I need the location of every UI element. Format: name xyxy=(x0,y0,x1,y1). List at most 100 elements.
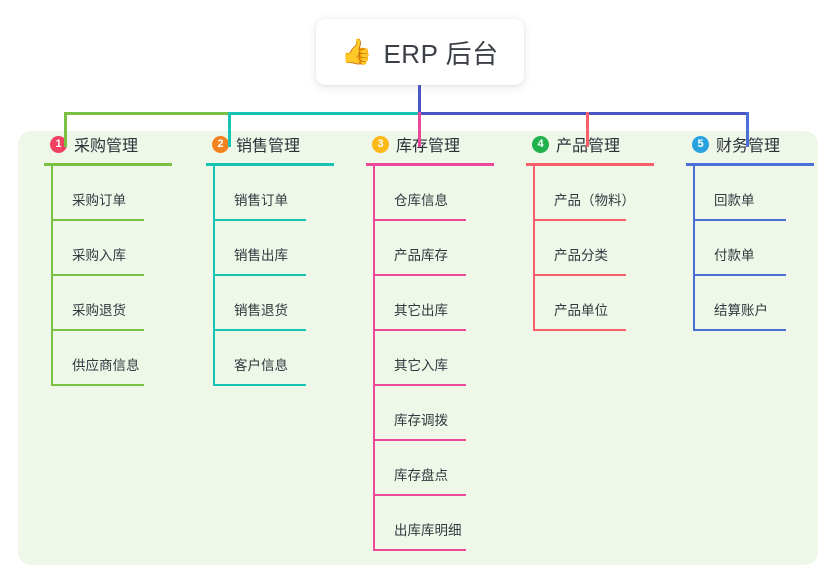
column-spine-4 xyxy=(533,166,535,331)
leaf-item-label: 结算账户 xyxy=(714,303,768,318)
column-5: 5财务管理回款单付款单结算账户 xyxy=(686,131,836,331)
leaf-item-rule xyxy=(51,384,144,386)
column-title-1: 采购管理 xyxy=(74,138,139,155)
column-body-4: 产品（物料） 产品分类产品单位 xyxy=(526,166,676,331)
leaf-item-rule xyxy=(373,439,466,441)
column-header-4[interactable]: 4产品管理 xyxy=(526,131,676,157)
column-badge-4: 4 xyxy=(532,135,549,153)
column-body-3: 仓库信息产品库存其它出库其它入库库存调拨库存盘点出库库明细 xyxy=(366,166,516,551)
root-title: ERP 后台 xyxy=(383,38,499,69)
leaf-item[interactable]: 出库库明细 xyxy=(366,496,516,551)
leaf-item[interactable]: 库存调拨 xyxy=(366,386,516,441)
leaf-item[interactable]: 销售出库 xyxy=(206,221,356,276)
leaf-item-label: 其它出库 xyxy=(394,303,448,318)
leaf-item[interactable]: 采购退货 xyxy=(44,276,194,331)
leaf-item-label: 销售订单 xyxy=(234,193,288,208)
leaf-item[interactable]: 仓库信息 xyxy=(366,166,516,221)
leaf-item-rule xyxy=(213,274,306,276)
leaf-item-label: 产品（物料） xyxy=(554,193,635,208)
column-body-1: 采购订单采购入库采购退货供应商信息 xyxy=(44,166,194,386)
drop-connector-4 xyxy=(586,112,589,147)
bus-segment-4 xyxy=(586,112,749,115)
leaf-item-rule xyxy=(51,274,144,276)
leaf-item[interactable]: 采购订单 xyxy=(44,166,194,221)
column-body-5: 回款单付款单结算账户 xyxy=(686,166,836,331)
leaf-item-rule xyxy=(373,329,466,331)
leaf-item-label: 供应商信息 xyxy=(72,358,140,373)
leaf-item-label: 产品单位 xyxy=(554,303,608,318)
column-2: 2 销售管理销售订单销售出库销售退货客户信息 xyxy=(206,131,356,386)
leaf-item-label: 采购订单 xyxy=(72,193,126,208)
leaf-item[interactable]: 库存盘点 xyxy=(366,441,516,496)
drop-connector-3 xyxy=(418,112,421,147)
column-title-3: 库存管理 xyxy=(396,138,461,155)
column-badge-1: 1 xyxy=(50,135,67,153)
column-rule-4 xyxy=(526,163,654,166)
column-title-2: 销售管理 xyxy=(236,138,301,155)
leaf-item[interactable]: 采购入库 xyxy=(44,221,194,276)
leaf-item-label: 销售出库 xyxy=(234,248,288,263)
leaf-item-rule xyxy=(213,219,306,221)
bus-segment-2 xyxy=(228,112,421,115)
leaf-item-rule xyxy=(373,274,466,276)
leaf-item-rule xyxy=(213,384,306,386)
leaf-item[interactable]: 销售订单 xyxy=(206,166,356,221)
leaf-item-rule xyxy=(373,549,466,551)
drop-connector-1 xyxy=(64,112,67,147)
leaf-item-rule xyxy=(693,274,786,276)
column-header-1[interactable]: 1 采购管理 xyxy=(44,131,194,157)
column-spine-1 xyxy=(51,166,53,386)
leaf-item[interactable]: 付款单 xyxy=(686,221,836,276)
column-badge-2: 2 xyxy=(212,135,229,153)
column-rule-5 xyxy=(686,163,814,166)
root-node[interactable]: 👍 ERP 后台 xyxy=(316,19,524,85)
leaf-item-rule xyxy=(693,219,786,221)
thumbs-up-icon: 👍 xyxy=(341,37,373,66)
diagram-panel: 1 采购管理采购订单采购入库采购退货供应商信息 2 销售管理销售订单销售出库销售退货客… xyxy=(18,131,818,565)
column-header-5[interactable]: 5财务管理 xyxy=(686,131,836,157)
column-header-2[interactable]: 2 销售管理 xyxy=(206,131,356,157)
leaf-item-label: 采购入库 xyxy=(72,248,126,263)
leaf-item[interactable]: 产品（物料） xyxy=(526,166,676,221)
leaf-item-label: 出库库明细 xyxy=(394,523,462,538)
leaf-item[interactable]: 客户信息 xyxy=(206,331,356,386)
leaf-item-rule xyxy=(533,274,626,276)
column-1: 1 采购管理采购订单采购入库采购退货供应商信息 xyxy=(44,131,194,386)
leaf-item[interactable]: 供应商信息 xyxy=(44,331,194,386)
drop-connector-5 xyxy=(746,112,749,147)
column-spine-2 xyxy=(213,166,215,386)
leaf-item-label: 产品库存 xyxy=(394,248,448,263)
leaf-item-rule xyxy=(373,219,466,221)
column-body-2: 销售订单销售出库销售退货客户信息 xyxy=(206,166,356,386)
leaf-item-label: 其它入库 xyxy=(394,358,448,373)
leaf-item[interactable]: 产品库存 xyxy=(366,221,516,276)
leaf-item-rule xyxy=(533,219,626,221)
leaf-item[interactable]: 回款单 xyxy=(686,166,836,221)
column-rule-1 xyxy=(44,163,172,166)
column-badge-5: 5 xyxy=(692,135,709,153)
leaf-item[interactable]: 产品分类 xyxy=(526,221,676,276)
root-connector-stem xyxy=(418,85,421,114)
leaf-item-rule xyxy=(373,494,466,496)
leaf-item-rule xyxy=(213,329,306,331)
drop-connector-2 xyxy=(228,112,231,147)
leaf-item-label: 仓库信息 xyxy=(394,193,448,208)
leaf-item[interactable]: 销售退货 xyxy=(206,276,356,331)
bus-segment-3 xyxy=(418,112,589,115)
bus-segment-1 xyxy=(64,112,231,115)
leaf-item[interactable]: 其它出库 xyxy=(366,276,516,331)
column-rule-3 xyxy=(366,163,494,166)
leaf-item[interactable]: 其它入库 xyxy=(366,331,516,386)
leaf-item-label: 库存调拨 xyxy=(394,413,448,428)
leaf-item-rule xyxy=(51,219,144,221)
leaf-item-label: 产品分类 xyxy=(554,248,608,263)
root-node-content: 👍 ERP 后台 xyxy=(341,34,498,71)
leaf-item[interactable]: 结算账户 xyxy=(686,276,836,331)
leaf-item[interactable]: 产品单位 xyxy=(526,276,676,331)
leaf-item-label: 销售退货 xyxy=(234,303,288,318)
leaf-item-label: 客户信息 xyxy=(234,358,288,373)
leaf-item-rule xyxy=(693,329,786,331)
